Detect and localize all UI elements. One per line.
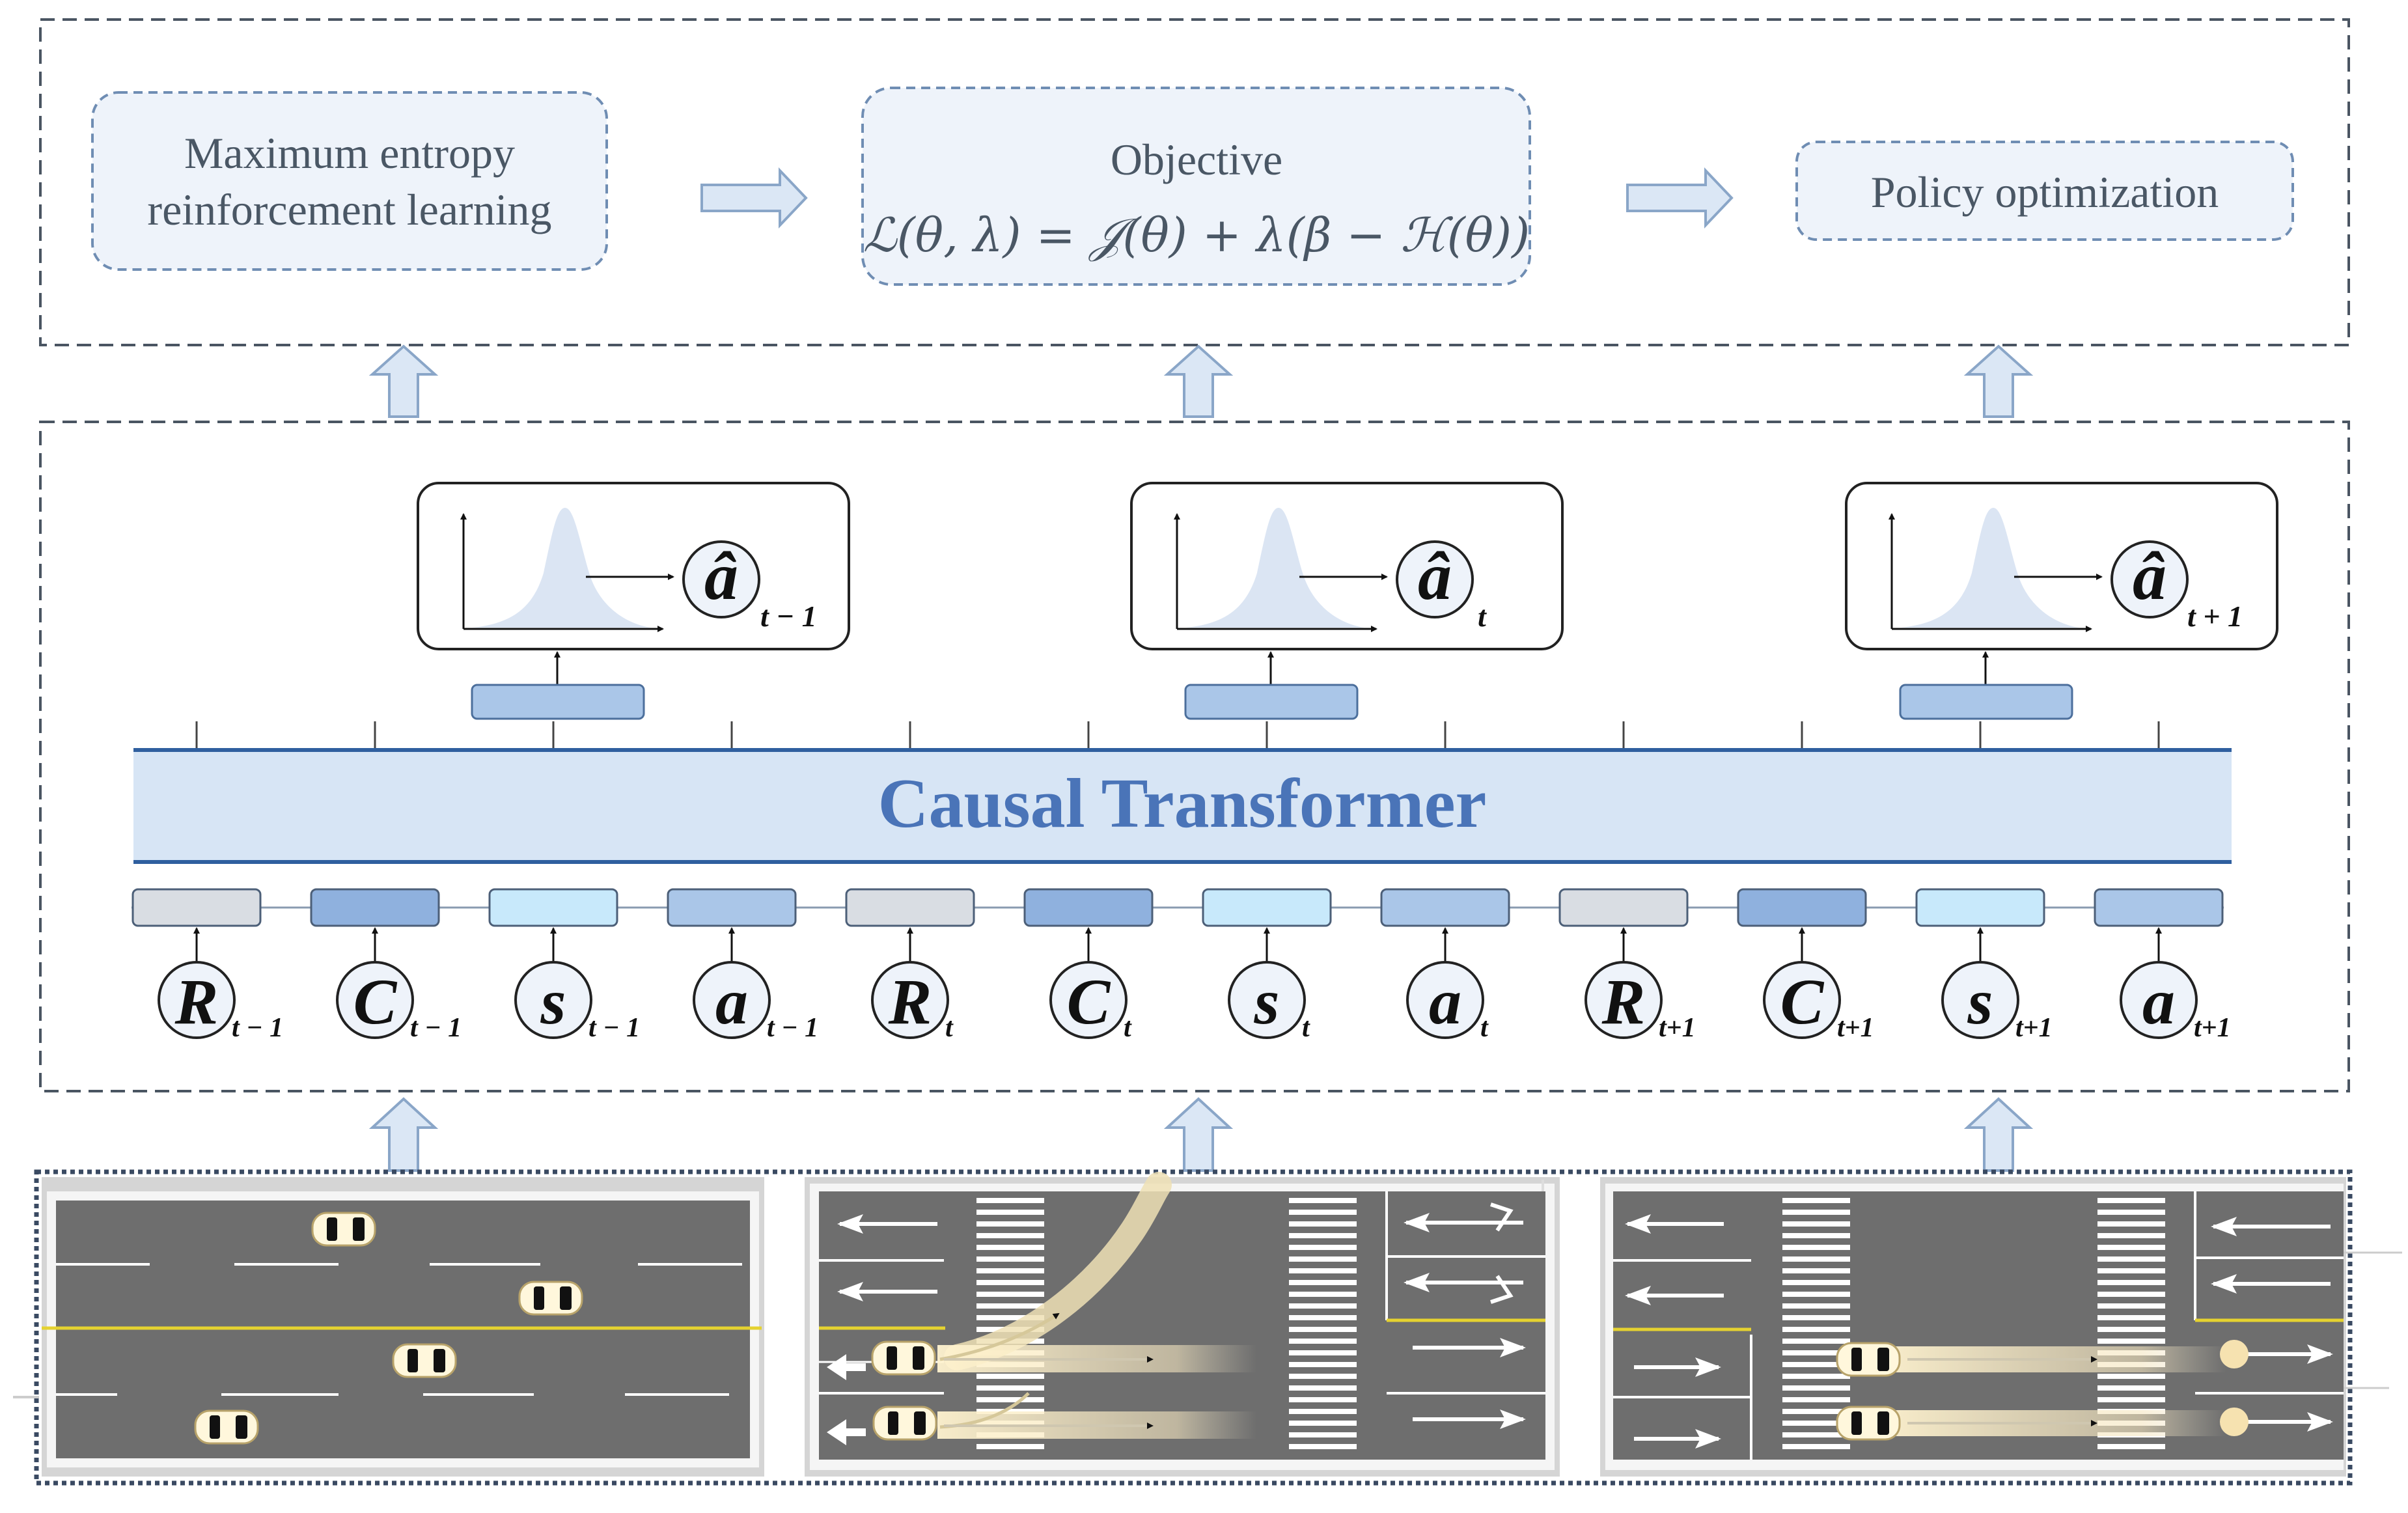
car-icon — [871, 1340, 936, 1376]
car-icon — [872, 1406, 937, 1441]
token-node — [1049, 961, 1128, 1039]
token-embedding — [1380, 888, 1510, 927]
token-embedding — [1737, 888, 1867, 927]
up-arrows-bottom — [368, 1097, 2034, 1172]
token-node — [1228, 961, 1306, 1039]
token-symbol: R — [1601, 965, 1646, 1038]
traffic-signal-icon — [2220, 1408, 2249, 1436]
policy-optimization-box: Policy optimization — [1795, 141, 2294, 241]
token-symbol: a — [715, 965, 748, 1038]
token-embedding — [1915, 888, 2045, 927]
prediction-symbol: â — [704, 539, 738, 614]
token-symbol: R — [174, 965, 219, 1038]
token-symbol: a — [2142, 965, 2175, 1038]
car-icon — [311, 1212, 376, 1247]
token-symbol: a — [1429, 965, 1461, 1038]
token-node — [2120, 961, 2198, 1039]
scenario-highway — [13, 1177, 764, 1477]
right-arrow-1 — [700, 167, 808, 229]
token-embedding — [845, 888, 975, 927]
token-node — [158, 961, 236, 1039]
token-symbol: s — [1254, 965, 1280, 1038]
prediction-symbol: â — [2133, 539, 2166, 614]
token-embedding — [1202, 888, 1332, 927]
token-symbol: s — [1967, 965, 1993, 1038]
token-node — [336, 961, 414, 1039]
token-embedding — [1558, 888, 1689, 927]
prediction-panel: â t — [1130, 482, 1564, 650]
token-subscript: t+1 — [1659, 1013, 1696, 1043]
transformer-output-ticks — [195, 721, 2160, 750]
car-icon — [518, 1281, 583, 1316]
token-subscript: t+1 — [2015, 1013, 2053, 1043]
transformer-frame — [39, 421, 2350, 1092]
policy-optimization-label: Policy optimization — [1871, 167, 2219, 217]
token-embedding — [2094, 888, 2224, 927]
car-icon — [194, 1409, 259, 1445]
prediction-symbol: â — [1418, 539, 1452, 614]
traffic-signal-icon — [2220, 1340, 2249, 1368]
token-subscript: t − 1 — [588, 1013, 640, 1043]
output-heads — [471, 651, 2073, 720]
token-node — [514, 961, 592, 1039]
token-embedding — [131, 888, 262, 927]
token-subscript: t − 1 — [410, 1013, 462, 1043]
car-icon — [1836, 1342, 1901, 1377]
prediction-panel: â t + 1 — [1845, 482, 2278, 650]
token-subscript: t — [1124, 1013, 1132, 1043]
token-subscript: t − 1 — [232, 1013, 283, 1043]
token-node — [1763, 961, 1841, 1039]
prediction-sub: t − 1 — [760, 600, 817, 633]
car-icon — [392, 1343, 457, 1378]
right-arrow-2 — [1626, 167, 1734, 229]
token-symbol: C — [1780, 965, 1825, 1038]
token-subscript: t+1 — [1837, 1013, 1874, 1043]
token-subscript: t+1 — [2194, 1013, 2231, 1043]
token-node — [871, 961, 949, 1039]
token-node — [1941, 961, 2019, 1039]
token-symbol: s — [540, 965, 566, 1038]
token-symbol: R — [888, 965, 932, 1038]
objective-frame — [39, 18, 2350, 346]
token-subscript: t − 1 — [767, 1013, 818, 1043]
token-symbol: C — [1067, 965, 1111, 1038]
token-subscript: t — [945, 1013, 954, 1043]
prediction-sub: t + 1 — [2187, 600, 2243, 633]
token-node — [1406, 961, 1484, 1039]
scenario-straight-intersection — [1600, 1177, 2402, 1477]
transformer-label: Causal Transformer — [878, 765, 1487, 842]
max-entropy-line2: reinforcement learning — [147, 185, 551, 234]
objective-box: Objective ℒ(θ, λ) = 𝒥(θ) + λ(β − ℋ(θ)) — [861, 87, 1531, 286]
car-icon — [1836, 1406, 1901, 1441]
token-embedding — [1023, 888, 1154, 927]
scenario-intersection — [805, 1172, 1560, 1477]
token-subscript: t — [1480, 1013, 1489, 1043]
token-embedding — [488, 888, 618, 927]
max-entropy-box: Maximum entropy reinforcement learning — [91, 91, 608, 271]
token-node — [693, 961, 771, 1039]
causal-transformer: Causal Transformer — [133, 748, 2232, 864]
prediction-panels: â t − 1 â t â t + 1 — [417, 482, 2278, 650]
objective-formula: ℒ(θ, λ) = 𝒥(θ) + λ(β − ℋ(θ)) — [863, 208, 1530, 262]
objective-title: Objective — [1111, 135, 1282, 184]
up-arrows-top — [368, 344, 2034, 418]
token-node — [1585, 961, 1663, 1039]
prediction-sub: t — [1478, 600, 1487, 633]
token-symbol: C — [353, 965, 398, 1038]
prediction-panel: â t − 1 — [417, 482, 850, 650]
max-entropy-line1: Maximum entropy — [184, 128, 515, 178]
token-subscript: t — [1302, 1013, 1310, 1043]
token-embedding — [310, 888, 440, 927]
token-embedding — [667, 888, 797, 927]
